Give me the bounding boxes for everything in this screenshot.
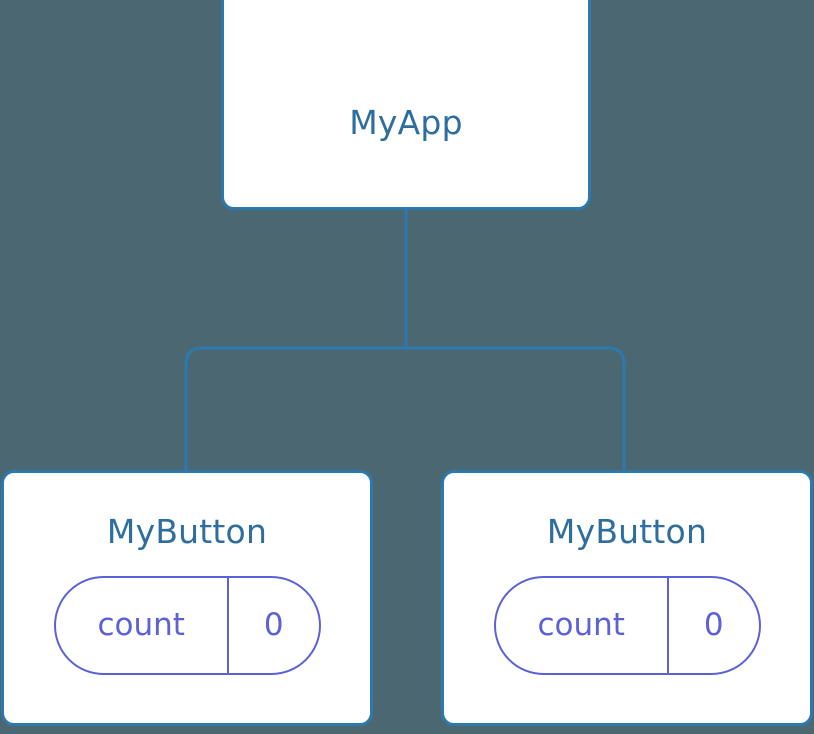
node-mybutton-left[interactable]: MyButton count 0: [1, 470, 373, 726]
state-key: count: [56, 578, 229, 673]
node-myapp[interactable]: MyApp: [221, 0, 591, 210]
node-title: MyButton: [106, 512, 268, 551]
node-mybutton-right[interactable]: MyButton count 0: [441, 470, 813, 726]
edge-root-to-right-child: [406, 346, 626, 472]
node-title: MyButton: [546, 512, 708, 551]
state-value: 0: [263, 607, 284, 643]
state-pill[interactable]: count 0: [53, 576, 321, 675]
state-key: count: [496, 578, 669, 673]
state-pill[interactable]: count 0: [493, 576, 761, 675]
state-value: 0: [703, 607, 724, 643]
edge-root-to-left-child: [184, 209, 408, 472]
node-title: MyApp: [349, 103, 463, 142]
